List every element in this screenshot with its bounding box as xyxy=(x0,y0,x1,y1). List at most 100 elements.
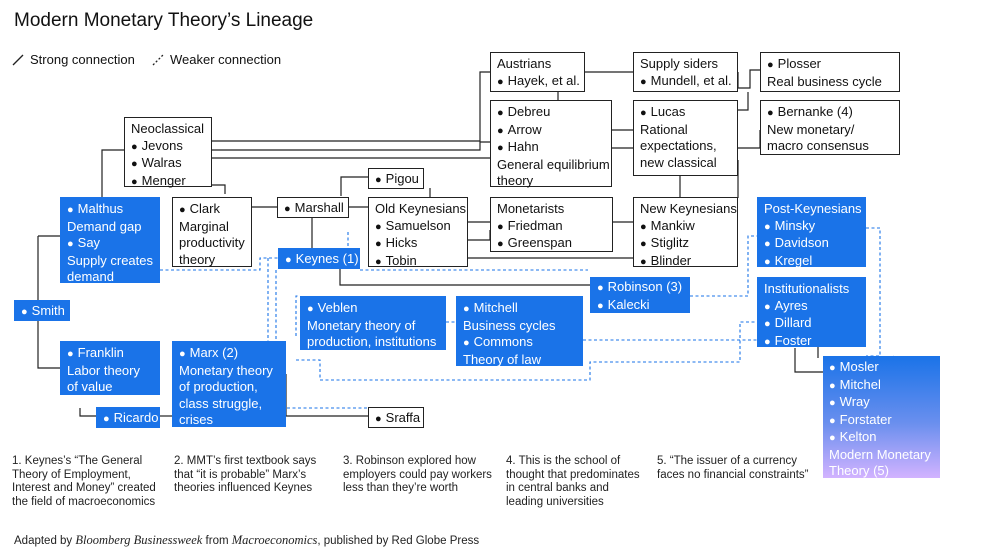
box-keynes: Keynes (1) xyxy=(278,248,360,269)
box-franklin: Franklin Labor theory of value xyxy=(60,341,160,395)
source-prefix: Adapted by xyxy=(14,535,76,547)
marx-text: of production, xyxy=(179,379,258,394)
say-item: Say xyxy=(67,235,153,253)
old-keynesians-item: Samuelson xyxy=(375,218,461,236)
institutionalists-item: Dillard xyxy=(764,315,859,333)
footnote-line: the field of macroeconomics xyxy=(12,495,156,508)
footnote-line: in central banks and xyxy=(506,482,609,494)
box-institutionalists: Institutionalists Ayres Dillard Foster xyxy=(757,277,866,348)
commons-text: Theory of law xyxy=(463,351,542,367)
pigou-item: Pigou xyxy=(375,171,419,189)
box-plosser: Plosser Real business cycle xyxy=(760,52,900,92)
debreu-item: Arrow xyxy=(497,122,605,140)
box-ricardo: Ricardo xyxy=(96,407,160,428)
footnote-line: employers could pay workers xyxy=(343,468,492,481)
box-supply-siders: Supply siders Mundell, et al. xyxy=(633,52,738,92)
box-smith: Smith xyxy=(14,300,70,321)
footnote-line: 5. “The issuer of a currency xyxy=(657,455,797,467)
box-veblen: Veblen Monetary theory of production, in… xyxy=(300,296,446,350)
box-marx: Marx (2) Monetary theory of production, … xyxy=(172,341,286,427)
franklin-item: Franklin xyxy=(67,345,153,363)
footnote-5: 5. “The issuer of a currency faces no fi… xyxy=(657,455,809,482)
legend-weak-label: Weaker connection xyxy=(170,52,282,67)
lucas-text: new classical xyxy=(640,154,717,170)
box-clark: Clark Marginal productivity theory xyxy=(172,197,252,267)
page-title: Modern Monetary Theory’s Lineage xyxy=(14,10,314,31)
box-bernanke: Bernanke (4) New monetary/ macro consens… xyxy=(760,100,900,155)
smith-item: Smith xyxy=(21,303,65,321)
box-austrians: Austrians Hayek, et al. xyxy=(490,52,585,92)
new-keynesians-item: Stiglitz xyxy=(640,235,731,253)
mmt-text: Modern Monetary xyxy=(829,446,931,462)
source-suffix: , published by Red Globe Press xyxy=(317,535,480,547)
marshall-item: Marshall xyxy=(284,200,344,218)
source-credit: Adapted by Bloomberg Businessweek from M… xyxy=(14,533,479,548)
austrians-item: Hayek, et al. xyxy=(497,73,580,91)
post-keynesians-item: Minsky xyxy=(764,218,859,236)
supply-siders-item: Mundell, et al. xyxy=(640,73,732,91)
box-marshall: Marshall xyxy=(277,197,349,218)
footnote-line: less than they’re worth xyxy=(343,482,459,494)
box-robinson: Robinson (3) Kalecki xyxy=(590,277,690,313)
mmt-item: Wray xyxy=(829,394,934,412)
new-keynesians-item: Mankiw xyxy=(640,218,731,236)
strong-line-icon xyxy=(12,54,24,65)
box-new-keynesians: New Keynesians Mankiw Stiglitz Blinder xyxy=(633,197,738,268)
clark-item: Clark xyxy=(179,201,245,219)
post-keynesians-item: Davidson xyxy=(764,235,859,253)
commons-item: Commons xyxy=(463,334,576,352)
source-mid: from xyxy=(202,535,232,547)
sraffa-item: Sraffa xyxy=(375,410,420,428)
post-keynesians-title: Post-Keynesians xyxy=(764,201,862,216)
neoclassical-item: Walras xyxy=(131,155,205,173)
mmt-item: Mitchel xyxy=(829,377,934,395)
marx-text: class struggle, xyxy=(179,395,263,411)
legend-strong: Strong connection xyxy=(12,52,135,67)
debreu-item: Hahn xyxy=(497,139,605,157)
source-publication: Bloomberg Businessweek xyxy=(75,533,203,547)
plosser-text: Real business cycle xyxy=(767,73,882,89)
franklin-text: Labor theory xyxy=(67,362,140,378)
footnote-3: 3. Robinson explored how employers could… xyxy=(343,455,492,496)
kalecki-item: Kalecki xyxy=(597,297,683,315)
box-neoclassical: Neoclassical Jevons Walras Menger xyxy=(124,117,212,188)
malthus-item: Malthus xyxy=(67,201,153,219)
bernanke-item: Bernanke (4) xyxy=(767,104,893,122)
box-mitchell-commons: Mitchell Business cycles Commons Theory … xyxy=(456,296,583,367)
legend-strong-label: Strong connection xyxy=(30,52,135,67)
legend-weak: Weaker connection xyxy=(152,52,281,67)
old-keynesians-item: Tobin xyxy=(375,253,461,271)
marx-item: Marx (2) xyxy=(179,345,279,363)
say-text: demand xyxy=(67,269,114,284)
footnote-line: faces no financial constraints” xyxy=(657,468,809,481)
veblen-text: production, institutions xyxy=(307,334,437,349)
clark-text: productivity xyxy=(179,235,245,250)
institutionalists-item: Ayres xyxy=(764,298,859,316)
footnote-4: 4. This is the school of thought that pr… xyxy=(506,455,640,509)
box-lucas: Lucas Rational expectations, new classic… xyxy=(633,100,738,176)
neoclassical-item: Menger xyxy=(131,173,205,191)
marx-text: Monetary theory xyxy=(179,362,273,378)
supply-siders-title: Supply siders xyxy=(640,56,719,71)
box-general-equilibrium: Debreu Arrow Hahn General equilibrium th… xyxy=(490,100,612,188)
lucas-text: expectations, xyxy=(640,138,717,153)
monetarists-item: Friedman xyxy=(497,218,606,236)
mmt-item: Mosler xyxy=(829,359,934,377)
debreu-text: theory xyxy=(497,173,534,188)
footnote-line: thought that predominates xyxy=(506,468,640,481)
veblen-text: Monetary theory of xyxy=(307,317,416,333)
veblen-item: Veblen xyxy=(307,300,439,318)
footnote-line: leading universities xyxy=(506,495,604,508)
neoclassical-title: Neoclassical xyxy=(131,121,204,136)
bernanke-text: macro consensus xyxy=(767,138,869,153)
monetarists-title: Monetarists xyxy=(497,201,565,216)
monetarists-item: Greenspan xyxy=(497,235,606,253)
box-post-keynesians: Post-Keynesians Minsky Davidson Kregel xyxy=(757,197,866,268)
mmt-text: Theory (5) xyxy=(829,463,889,478)
ricardo-item: Ricardo xyxy=(103,410,159,428)
new-keynesians-title: New Keynesians xyxy=(640,201,737,216)
box-malthus-say: Malthus Demand gap Say Supply creates de… xyxy=(60,197,160,284)
institutionalists-title: Institutionalists xyxy=(764,281,850,296)
robinson-item: Robinson (3) xyxy=(597,279,683,297)
institutionalists-item: Foster xyxy=(764,333,859,351)
